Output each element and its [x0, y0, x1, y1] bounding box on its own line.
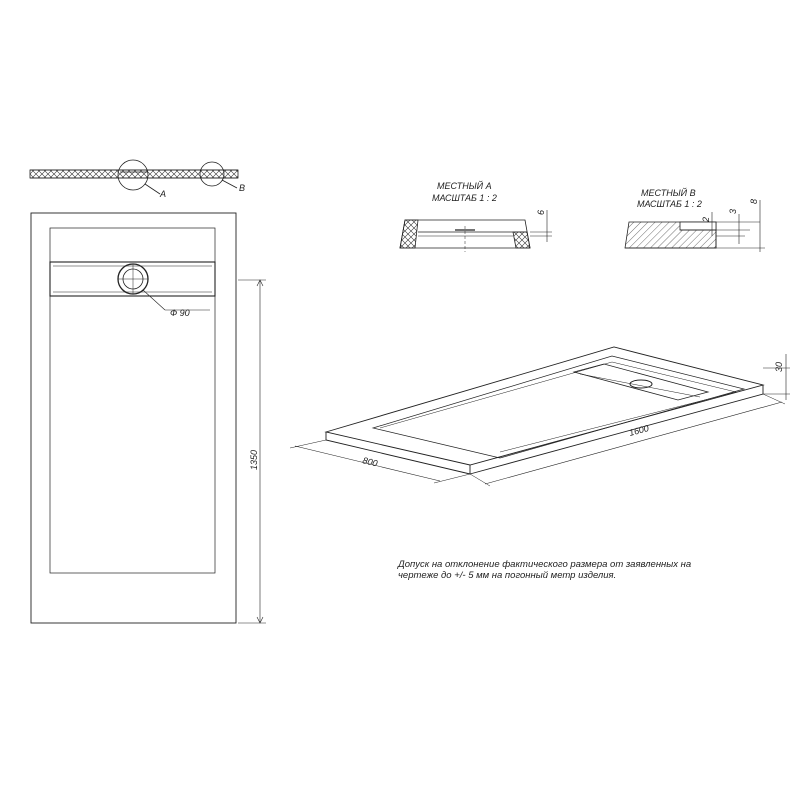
detail-b-title: МЕСТНЫЙ В: [641, 187, 696, 198]
tray-inner-surface: [49, 227, 216, 574]
side-section-view: [29, 159, 239, 195]
iso-top-face: [324, 346, 765, 466]
detail-b-section: [624, 200, 765, 252]
top-plan-view: [30, 212, 266, 624]
iso-drain-outlet: [629, 379, 653, 389]
section-hatch: [29, 169, 239, 179]
callout-circle-a: [117, 159, 149, 191]
iso-height-label: 30: [774, 362, 784, 372]
iso-drain-channel: [572, 363, 710, 401]
tolerance-note: Допуск на отклонение фактического размер…: [398, 559, 718, 581]
detail-a-scale: МАСШТАБ 1 : 2: [432, 193, 497, 203]
callout-circle-b: [199, 161, 225, 187]
drain-channel: [49, 261, 216, 297]
tolerance-note-line-1: Допуск на отклонение фактического размер…: [398, 559, 692, 570]
detail-a-title: МЕСТНЫЙ А: [437, 180, 492, 191]
isometric-view: [289, 346, 790, 487]
callout-b-label: B: [239, 183, 245, 193]
length-1350-label: 1350: [249, 450, 259, 470]
tolerance-note-line-2: чертеже до +/- 5 мм на погонный метр изд…: [398, 570, 617, 581]
tray-outline: [30, 212, 237, 624]
detail-b-dim-8: 8: [749, 199, 759, 204]
detail-a-section: [399, 210, 552, 252]
iso-width-label: 800: [362, 455, 379, 468]
detail-b-scale: МАСШТАБ 1 : 2: [637, 199, 702, 209]
iso-length-label: 1600: [628, 423, 650, 438]
detail-b-dim-3: 3: [728, 209, 738, 214]
callout-a-label: A: [159, 189, 166, 199]
detail-a-dim-6: 6: [536, 210, 546, 215]
drain-diameter-label: Ф 90: [170, 308, 190, 318]
detail-b-dim-2: 2: [701, 217, 711, 223]
